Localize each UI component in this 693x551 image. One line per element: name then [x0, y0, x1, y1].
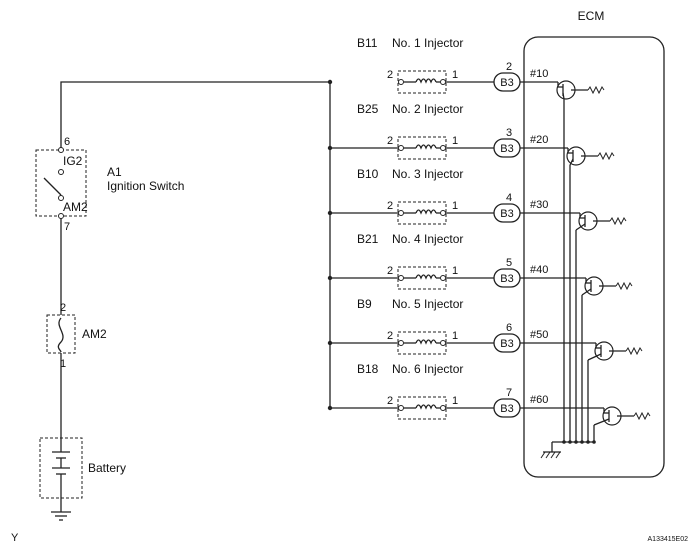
ecm-ground-icon [540, 442, 561, 459]
battery-label: Battery [88, 461, 126, 475]
battery: Battery [39, 437, 126, 521]
injector-pin-in: 2 [387, 200, 393, 212]
junction-dot [327, 145, 333, 151]
connector-label: B3 [500, 338, 513, 350]
injector-row: B18 No. 6 Injector 2 1B3 7 #60 [327, 362, 604, 420]
figure-code: A133415E02 [648, 536, 689, 543]
injector-ref: B10 [357, 167, 379, 181]
injector-row: B25 No. 2 Injector 2 1B3 3 #20 [327, 102, 568, 160]
injector-coil-icon [415, 274, 437, 280]
injector-pin-out: 1 [452, 330, 458, 342]
injector-row: B9 No. 5 Injector 2 1B3 6 #50 [327, 297, 596, 355]
ignition-name: Ignition Switch [107, 179, 184, 193]
connector-label: B3 [500, 403, 513, 415]
connector-pin: 4 [506, 192, 512, 204]
transistor-icon [566, 146, 615, 444]
transistor-icon [580, 276, 633, 444]
injector-coil-icon [415, 144, 437, 150]
injector-coil-icon [415, 404, 437, 410]
injector-coil-icon [415, 339, 437, 345]
injector-row: B21 No. 4 Injector 2 1B3 5 #40 [327, 232, 586, 290]
resistor-icon [633, 411, 651, 421]
fuse-element [57, 317, 64, 353]
injector-pin-out: 1 [452, 200, 458, 212]
transistor-icon [556, 80, 605, 444]
connector-label: B3 [500, 273, 513, 285]
injector-name: No. 2 Injector [392, 102, 463, 116]
injector-pin-out: 1 [452, 395, 458, 407]
ecm-label: ECM [578, 9, 605, 23]
injector-row: B11 No. 1 Injector 2 1B3 2 #10 [327, 36, 558, 94]
junction-dot [327, 340, 333, 346]
connector-pin: 3 [506, 127, 512, 139]
transistor-icon [574, 211, 627, 444]
fuse-pin-top: 2 [60, 302, 66, 314]
injector-pin-out: 1 [452, 265, 458, 277]
resistor-icon [615, 281, 633, 291]
connector-label: B3 [500, 208, 513, 220]
injector-pin-out: 1 [452, 69, 458, 81]
junction-dot [327, 210, 333, 216]
injector-name: No. 1 Injector [392, 36, 463, 50]
connector-label: B3 [500, 77, 513, 89]
supply-wire [60, 81, 330, 140]
connector-pin: 7 [506, 387, 512, 399]
injector-name: No. 6 Injector [392, 362, 463, 376]
injector-ref: B9 [357, 297, 372, 311]
ecm-terminal-label: #20 [530, 134, 548, 146]
ecm-terminal-label: #30 [530, 199, 548, 211]
injector-pin-in: 2 [387, 265, 393, 277]
fuse-name: AM2 [82, 327, 107, 341]
corner-letter: Y [11, 532, 19, 544]
injector-coil-icon [415, 209, 437, 215]
injector-ref: B18 [357, 362, 379, 376]
ecm-terminal-label: #10 [530, 68, 548, 80]
ignition-switch: 6 IG2 AM2 7 A1 Ignition Switch [35, 136, 184, 233]
ecm-terminal-label: #60 [530, 394, 548, 406]
resistor-icon [587, 85, 605, 95]
transistor-icon [586, 341, 643, 444]
injector-pin-in: 2 [387, 330, 393, 342]
junction-dot [327, 405, 333, 411]
resistor-icon [597, 151, 615, 161]
ecm-internals [552, 80, 651, 444]
injector-row: B10 No. 3 Injector 2 1B3 4 #30 [327, 167, 580, 225]
ecm-box [523, 36, 665, 478]
injector-pin-in: 2 [387, 135, 393, 147]
ecm-terminal-label: #40 [530, 264, 548, 276]
injector-name: No. 4 Injector [392, 232, 463, 246]
junction-dot [327, 275, 333, 281]
junction-dot [327, 79, 333, 85]
injector-coil-icon [415, 78, 437, 84]
resistor-icon [625, 346, 643, 356]
ignition-term-top: IG2 [63, 154, 83, 168]
ignition-term-bottom: AM2 [63, 200, 88, 214]
connector-pin: 5 [506, 257, 512, 269]
resistor-icon [609, 216, 627, 226]
ignition-pin-top: 6 [64, 136, 70, 148]
injector-name: No. 5 Injector [392, 297, 463, 311]
injector-ref: B25 [357, 102, 379, 116]
connector-pin: 2 [506, 61, 512, 73]
injector-ref: B21 [357, 232, 379, 246]
injector-pin-out: 1 [452, 135, 458, 147]
ecm-terminal-label: #50 [530, 329, 548, 341]
connector-pin: 6 [506, 322, 512, 334]
injector-ref: B11 [357, 36, 378, 50]
injector-name: No. 3 Injector [392, 167, 463, 181]
switch-blade [43, 177, 62, 196]
am2-fuse: 2 AM2 1 [46, 302, 107, 370]
connector-label: B3 [500, 143, 513, 155]
ignition-ref: A1 [107, 165, 122, 179]
fuse-pin-bottom: 1 [60, 358, 66, 370]
injector-pin-in: 2 [387, 395, 393, 407]
fuse-box [46, 314, 76, 354]
transistor-icon [592, 406, 651, 444]
injector-pin-in: 2 [387, 69, 393, 81]
ignition-pin-bottom: 7 [64, 221, 70, 233]
